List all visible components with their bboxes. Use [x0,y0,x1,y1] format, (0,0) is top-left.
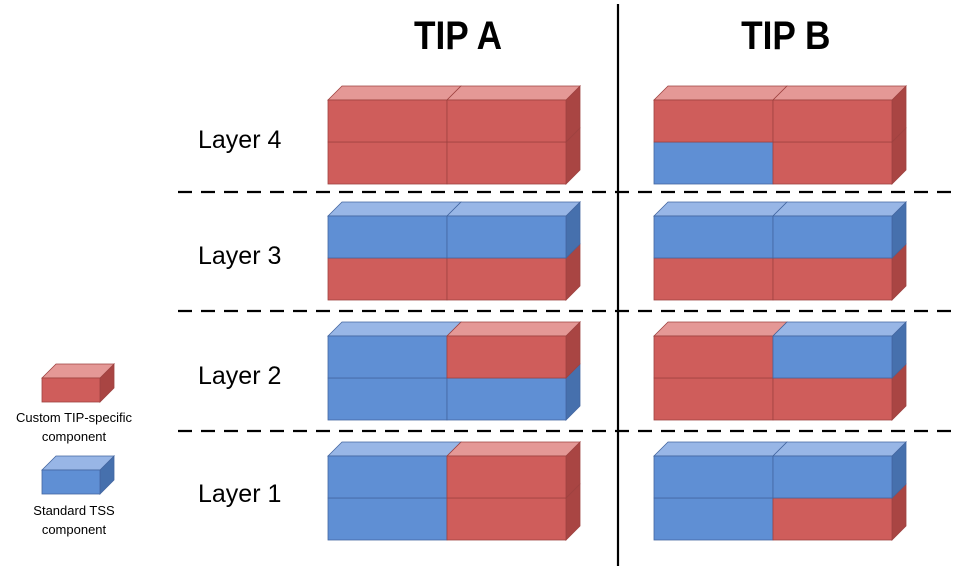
block-layer2-tipa-r2-c2 [446,363,581,421]
block-layer1-tipa-r2-c2 [446,483,581,541]
block-layer1-tipa-r1-c2 [446,441,581,499]
legend-standard-line2: component [41,522,107,537]
block-layer2-tipa-r1-c2 [446,321,581,379]
legend-standard-swatch [41,455,115,495]
block-layer4-tipb-r2-c2 [772,127,907,185]
block-layer3-tipa-r1-c2 [446,201,581,259]
layer-1-label: Layer 1 [198,480,282,508]
block-layer2-tipa-r1-c1 [327,321,462,379]
tip-a-title: TIP A [414,14,503,58]
block-layer4-tipb-r1-c1 [653,85,788,143]
block-layer4-tipa-r1-c1 [327,85,462,143]
legend-custom-line1: Custom TIP-specific [15,410,133,425]
layer-2-label: Layer 2 [198,362,282,390]
legend-standard-label: Standard TSS component [4,501,144,539]
legend-custom-swatch [41,363,115,403]
block-layer1-tipb-r2-c2 [772,483,907,541]
tip-b-title: TIP B [741,14,831,58]
legend-custom-line2: component [41,429,107,444]
block-layer3-tipb-r2-c1 [653,257,774,301]
block-layer3-tipb-r2-c2 [772,243,907,301]
block-layer1-tipa-r2-c1 [327,497,448,541]
legend-custom-label: Custom TIP-specific component [4,408,144,446]
block-layer3-tipa-r2-c2 [446,243,581,301]
block-layer1-tipb-r2-c1 [653,497,774,541]
legend-standard-line1: Standard TSS [33,503,115,518]
layer-3-label: Layer 3 [198,242,282,270]
block-layer4-tipb-r2-c1 [653,141,774,185]
block-layer3-tipa-r2-c1 [327,257,448,301]
block-layer2-tipa-r2-c1 [327,377,448,421]
block-layer4-tipa-r2-c2 [446,127,581,185]
block-layer2-tipb-r1-c1 [653,321,788,379]
block-layer1-tipa-r1-c1 [327,441,462,499]
block-layer3-tipb-r1-c1 [653,201,788,259]
block-layer2-tipb-r2-c1 [653,377,774,421]
block-layer3-tipa-r1-c1 [327,201,462,259]
block-layer4-tipb-r1-c2 [772,85,907,143]
block-layer2-tipb-r2-c2 [772,363,907,421]
block-layer1-tipb-r1-c2 [772,441,907,499]
block-layer2-tipb-r1-c2 [772,321,907,379]
block-layer4-tipa-r1-c2 [446,85,581,143]
block-layer1-tipb-r1-c1 [653,441,788,499]
block-layer3-tipb-r1-c2 [772,201,907,259]
layer-4-label: Layer 4 [198,126,282,154]
block-layer4-tipa-r2-c1 [327,141,448,185]
